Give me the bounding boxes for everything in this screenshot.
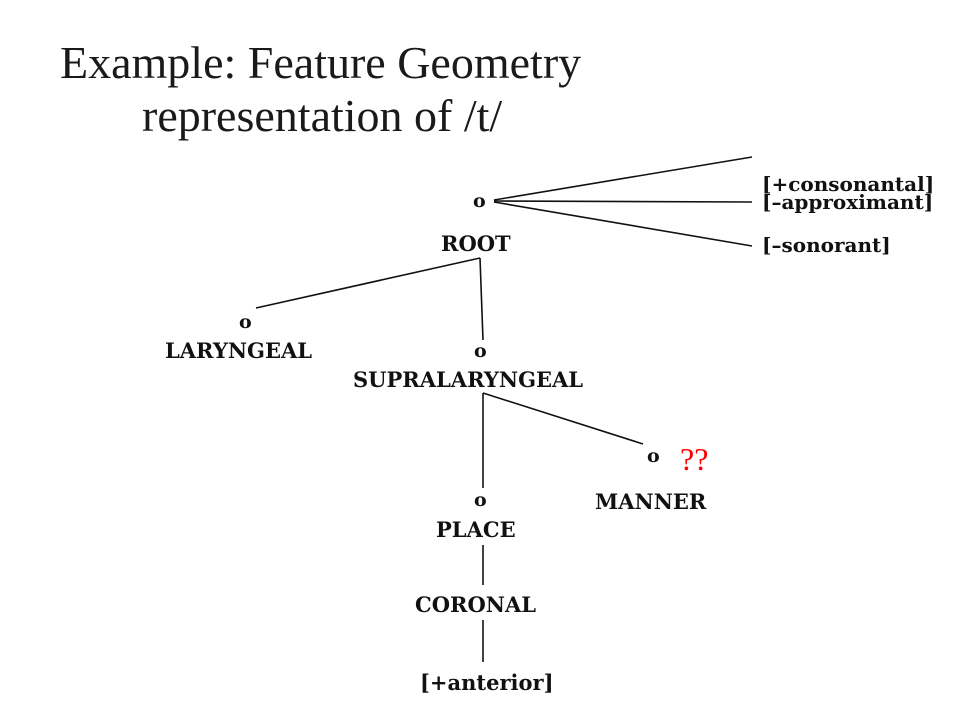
edge-root-laryngeal xyxy=(255,257,481,309)
anterior-label: [+anterior] xyxy=(420,670,554,695)
manner-label: MANNER xyxy=(595,489,707,514)
supralaryngeal-node-symbol: o xyxy=(474,340,487,362)
supralaryngeal-label: SUPRALARYNGEAL xyxy=(353,367,583,392)
edge-root-consonantal xyxy=(493,156,753,201)
edge-root-approximant xyxy=(493,200,753,203)
coronal-label: CORONAL xyxy=(415,592,536,617)
manner-node-symbol: o xyxy=(647,445,660,467)
laryngeal-node-symbol: o xyxy=(239,311,252,333)
place-label: PLACE xyxy=(436,517,516,542)
edge-root-supralaryngeal xyxy=(479,257,484,341)
title-line-2: representation of /t/ xyxy=(142,90,503,141)
laryngeal-label: LARYNGEAL xyxy=(165,338,312,363)
edge-supralaryngeal-manner xyxy=(482,392,644,445)
title-line-1: Example: Feature Geometry xyxy=(60,37,582,88)
feature-consonantal: [+consonantal] xyxy=(762,172,934,196)
feature-sonorant: [–sonorant] xyxy=(762,233,891,257)
manner-question-annotation: ?? xyxy=(680,441,708,477)
root-node-symbol: o xyxy=(473,190,486,212)
feature-approximant: [–approximant] xyxy=(762,190,933,214)
root-label: ROOT xyxy=(441,231,511,256)
edge-root-sonorant xyxy=(493,201,753,247)
place-node-symbol: o xyxy=(474,489,487,511)
